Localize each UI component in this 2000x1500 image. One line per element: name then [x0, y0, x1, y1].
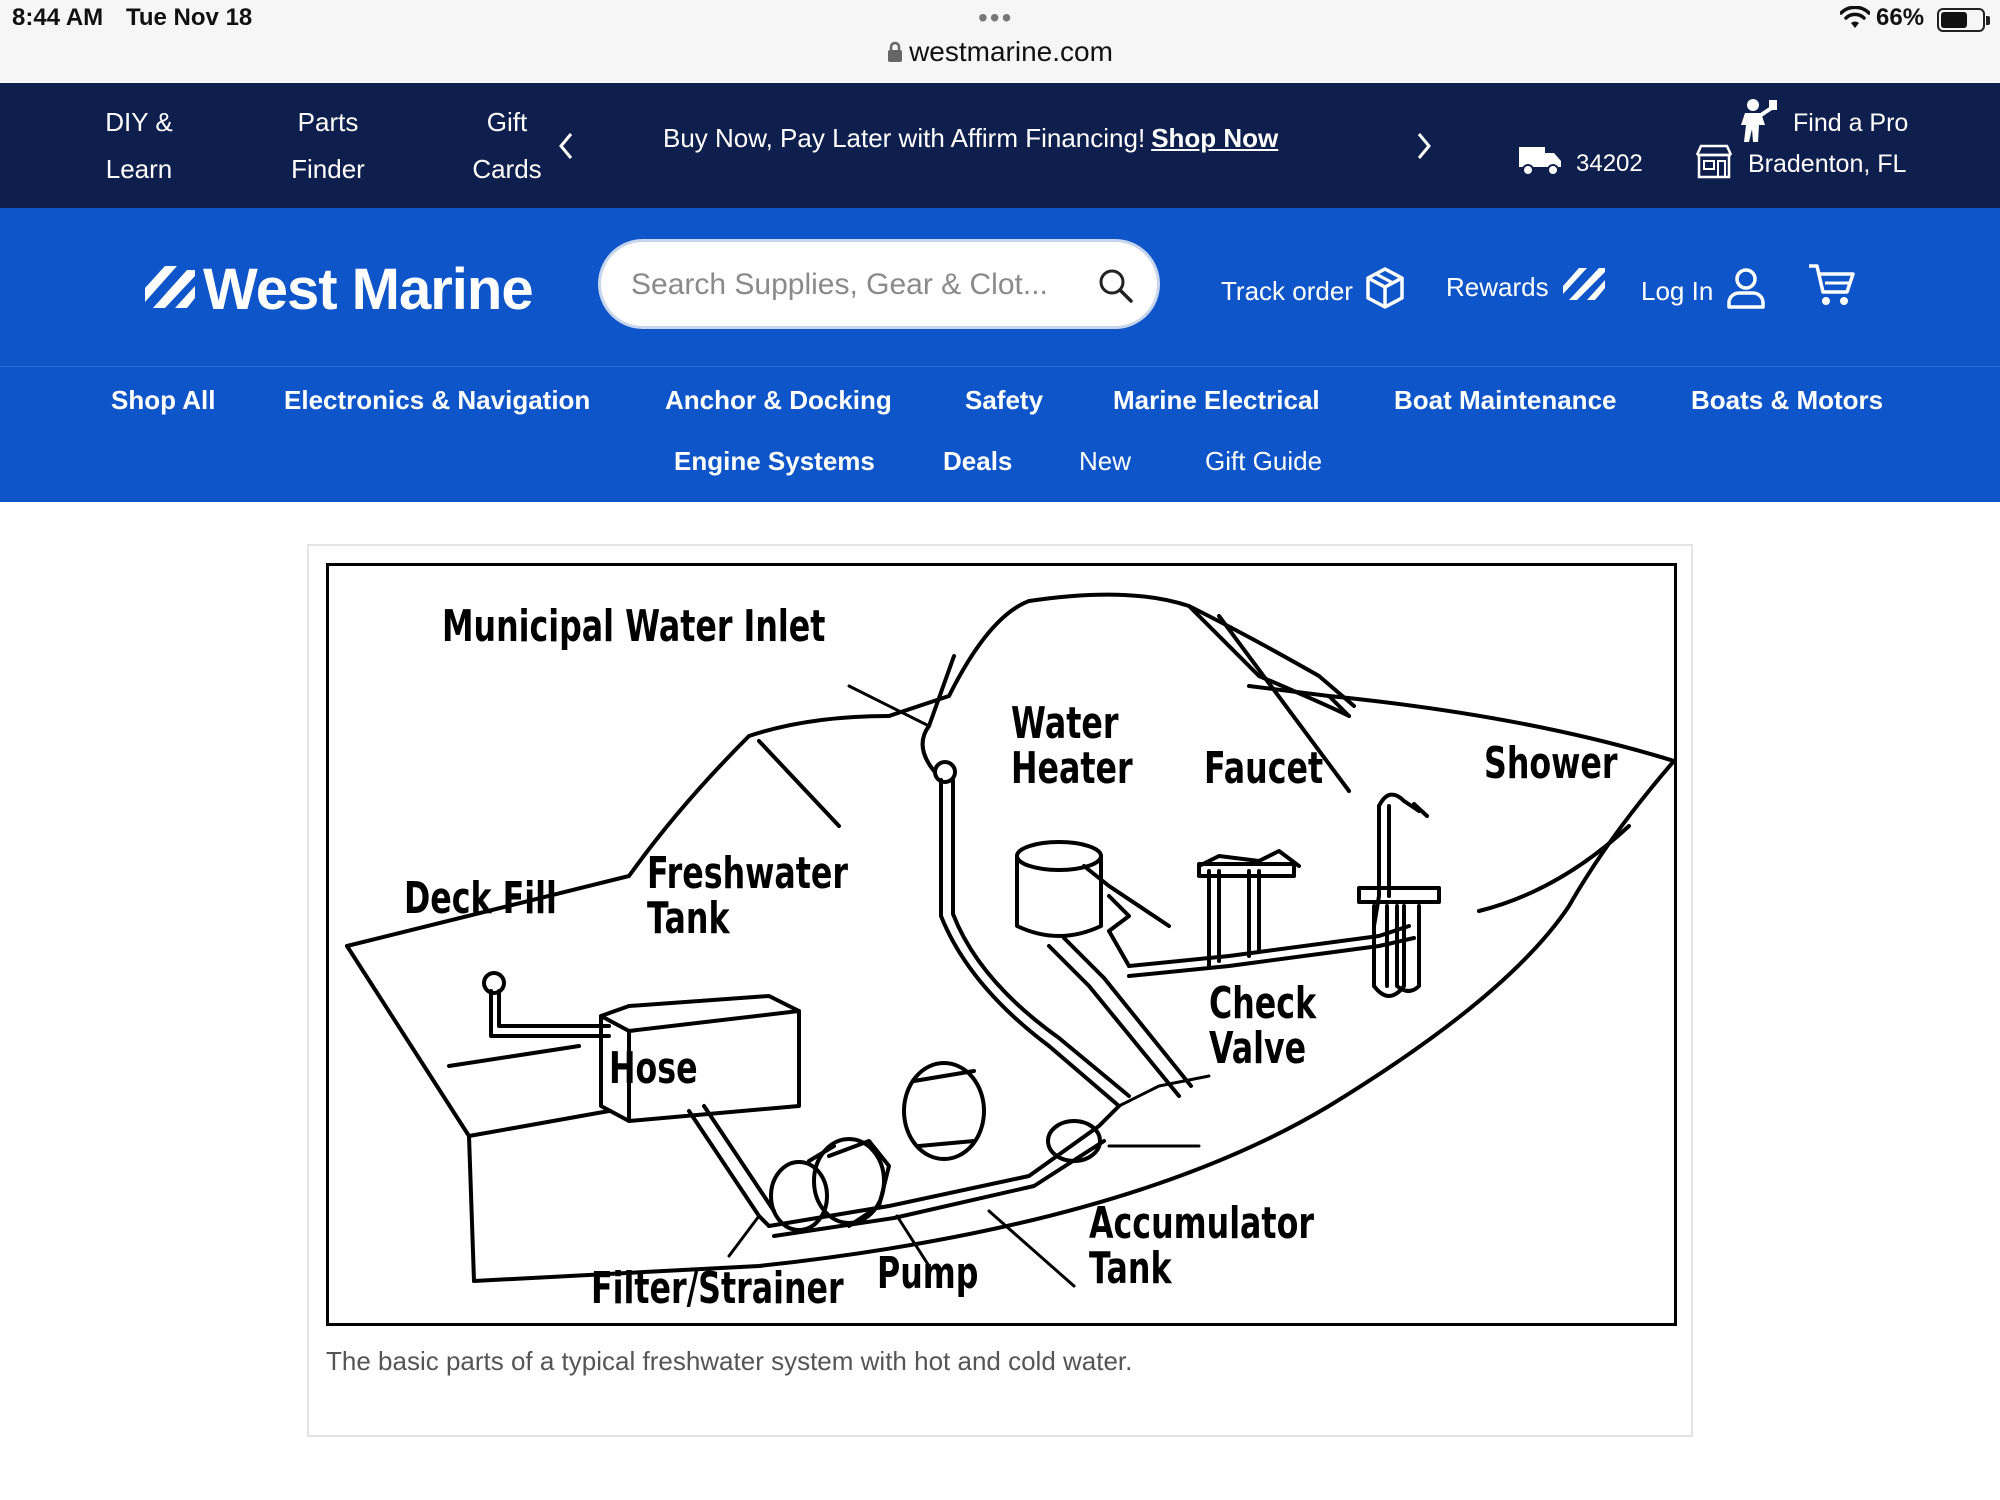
multitasking-dots-icon[interactable]: ••• — [978, 2, 1014, 33]
label-accumulator-tank: Accumulator Tank — [1089, 1198, 1314, 1294]
battery-icon — [1937, 8, 1990, 32]
shop-now-link[interactable]: Shop Now — [1151, 123, 1279, 153]
label-filter-strainer: Filter/Strainer — [591, 1263, 844, 1314]
label-pump: Pump — [877, 1248, 979, 1299]
log-in-link[interactable]: Log In — [1641, 266, 1767, 317]
parts-finder-line1: Parts — [297, 107, 359, 137]
pro-worker-icon — [1735, 97, 1779, 150]
nav-electronics-navigation[interactable]: Electronics & Navigation — [284, 385, 591, 415]
gift-cards-link[interactable]: Gift Cards — [462, 99, 552, 193]
logo-text: West Marine — [203, 257, 534, 322]
diy-learn-link[interactable]: DIY & Learn — [92, 99, 186, 193]
label-check-valve: Check Valve — [1209, 978, 1317, 1074]
label-hose: Hose — [609, 1043, 698, 1094]
label-water-heater: Water Heater — [1011, 698, 1133, 794]
label-deck-fill: Deck Fill — [404, 873, 557, 924]
address-bar[interactable]: westmarine.com — [0, 36, 2000, 70]
track-order-link[interactable]: Track order — [1221, 266, 1405, 317]
promo-text: Buy Now, Pay Later with Affirm Financing… — [663, 123, 1146, 153]
find-a-pro-label: Find a Pro — [1793, 109, 1909, 137]
log-in-label: Log In — [1641, 276, 1714, 306]
find-a-pro-link[interactable]: Find a Pro — [1735, 97, 1908, 150]
store-icon — [1694, 143, 1734, 186]
figure-caption: The basic parts of a typical freshwater … — [326, 1346, 1133, 1376]
west-marine-logo[interactable]: West Marine — [143, 256, 534, 323]
track-order-label: Track order — [1221, 276, 1353, 306]
rewards-stripes-icon — [1561, 266, 1605, 309]
nav-boats-motors[interactable]: Boats & Motors — [1691, 385, 1884, 415]
chevron-left-icon[interactable] — [557, 131, 575, 166]
nav-gift-guide[interactable]: Gift Guide — [1205, 446, 1323, 476]
parts-finder-line2: Finder — [291, 154, 365, 184]
user-icon — [1725, 266, 1767, 317]
wifi-icon — [1839, 5, 1871, 35]
search-box[interactable] — [598, 239, 1160, 329]
lock-icon — [887, 38, 903, 70]
promo-message: Buy Now, Pay Later with Affirm Financing… — [663, 123, 1278, 154]
parts-finder-link[interactable]: Parts Finder — [278, 99, 378, 193]
store-location[interactable]: Bradenton, FL — [1694, 143, 1906, 186]
status-time: 8:44 AM — [12, 4, 104, 31]
site-header: West Marine Track order Rewards Log In — [0, 208, 2000, 366]
search-input[interactable] — [631, 262, 1071, 308]
battery-percent: 66% — [1876, 4, 1925, 31]
label-municipal-water-inlet: Municipal Water Inlet — [442, 601, 826, 652]
nav-boat-maintenance[interactable]: Boat Maintenance — [1394, 385, 1617, 415]
store-location-label: Bradenton, FL — [1748, 150, 1907, 178]
nav-shop-all[interactable]: Shop All — [111, 385, 216, 415]
article-figure: Municipal Water Inlet Water Heater Fauce… — [307, 544, 1693, 1437]
zip-code: 34202 — [1576, 149, 1643, 177]
nav-deals[interactable]: Deals — [943, 446, 1013, 476]
cart-button[interactable] — [1807, 262, 1857, 315]
promo-bar: DIY & Learn Parts Finder Gift Cards Buy … — [0, 83, 2000, 208]
truck-icon — [1518, 143, 1562, 184]
chevron-right-icon[interactable] — [1415, 131, 1433, 166]
status-date: Tue Nov 18 — [126, 4, 253, 31]
label-freshwater-tank: Freshwater Tank — [647, 848, 849, 944]
url-text: westmarine.com — [909, 36, 1113, 67]
logo-stripes-icon — [143, 262, 195, 317]
nav-engine-systems[interactable]: Engine Systems — [674, 446, 875, 476]
shopping-cart-icon — [1807, 262, 1857, 315]
rewards-link[interactable]: Rewards — [1446, 266, 1605, 309]
rewards-label: Rewards — [1446, 272, 1549, 302]
nav-marine-electrical[interactable]: Marine Electrical — [1113, 385, 1320, 415]
boat-plumbing-drawing — [345, 592, 1674, 1288]
nav-safety[interactable]: Safety — [965, 385, 1044, 415]
status-bar: 8:44 AM Tue Nov 18 ••• 66% westmarine.co… — [0, 0, 2000, 83]
delivery-zip[interactable]: 34202 — [1518, 143, 1643, 184]
gift-cards-line2: Cards — [472, 154, 542, 184]
package-icon — [1365, 266, 1405, 317]
diy-learn-line1: DIY & — [105, 107, 173, 137]
diy-learn-line2: Learn — [105, 154, 173, 184]
category-nav: Shop All Electronics & Navigation Anchor… — [0, 366, 2000, 502]
freshwater-system-diagram: Municipal Water Inlet Water Heater Fauce… — [326, 563, 1677, 1326]
label-faucet: Faucet — [1204, 743, 1324, 794]
nav-anchor-docking[interactable]: Anchor & Docking — [665, 385, 892, 415]
nav-new[interactable]: New — [1079, 446, 1132, 476]
label-shower: Shower — [1484, 738, 1618, 789]
gift-cards-line1: Gift — [486, 107, 528, 137]
search-icon[interactable] — [1096, 266, 1136, 311]
